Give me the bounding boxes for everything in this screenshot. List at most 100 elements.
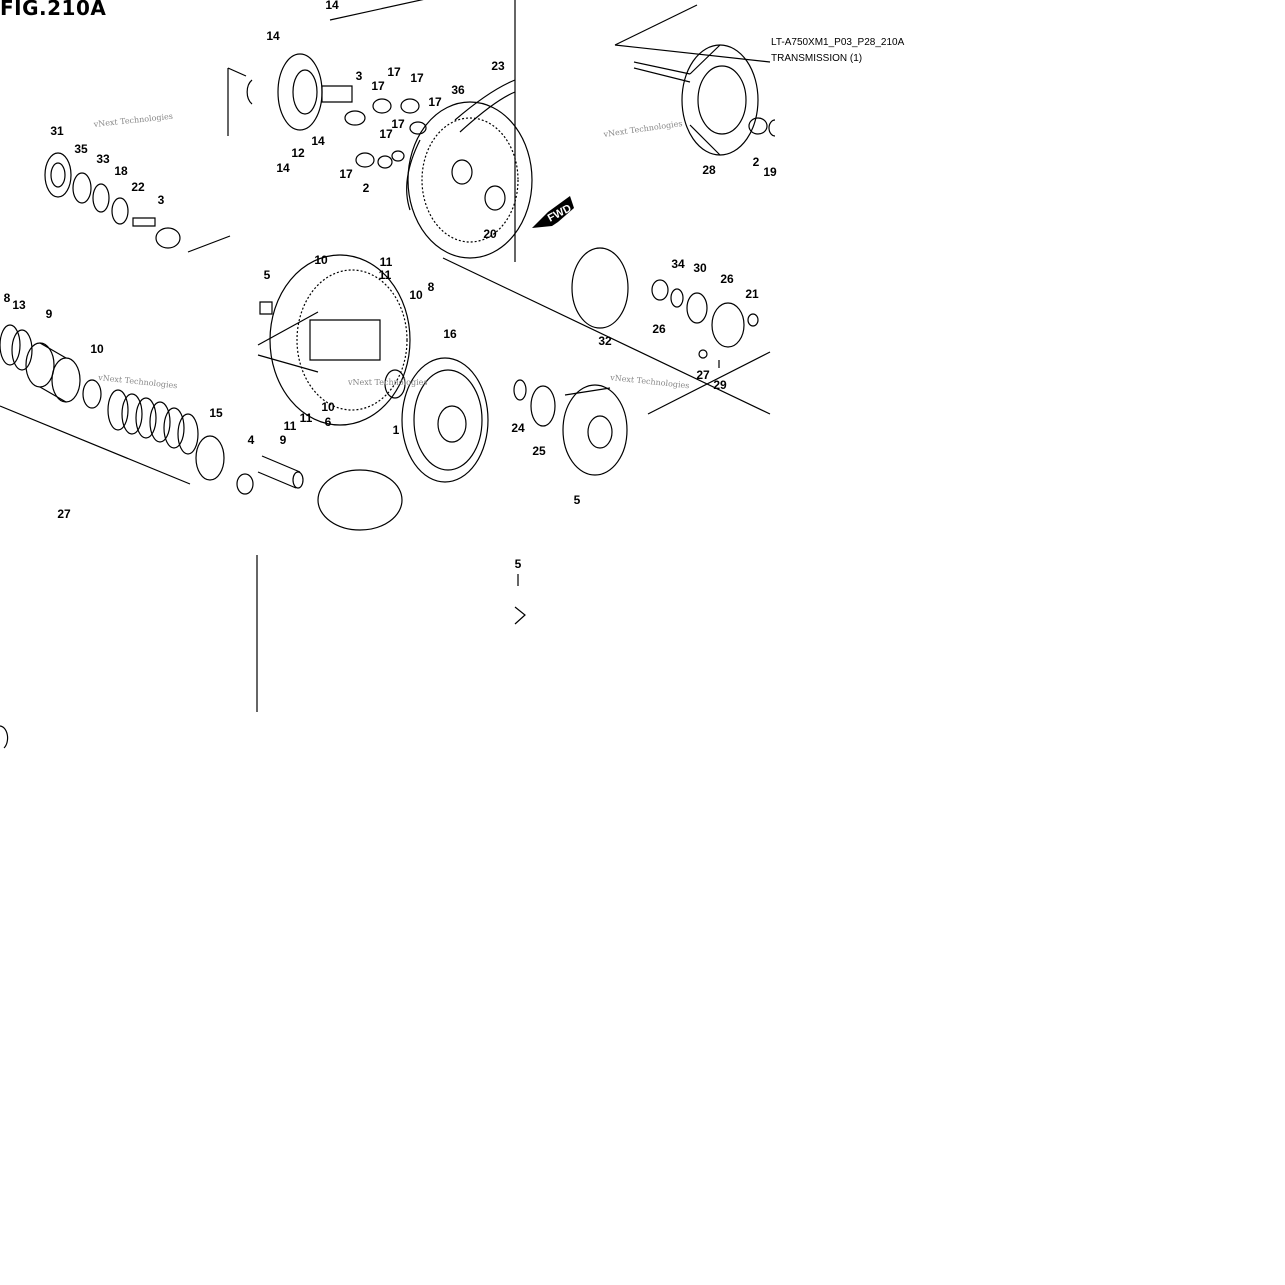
movable-drive-face [247, 54, 352, 130]
callout-8: 8 [428, 280, 435, 294]
panel-border [228, 68, 246, 76]
washer-26 [748, 314, 758, 326]
callout-11: 11 [379, 268, 392, 282]
callout-13: 13 [12, 298, 26, 312]
fan-1-upper [572, 248, 628, 328]
washer-29 [514, 380, 526, 400]
seal-9 [385, 370, 405, 398]
spring-7 [108, 390, 198, 454]
watermark: vNext Technologies [609, 373, 690, 390]
callout-12: 12 [291, 146, 305, 160]
fixed-driven-face-6 [402, 358, 488, 482]
roller-weights [345, 99, 426, 168]
callout-2: 2 [363, 181, 370, 195]
collar-21 [652, 280, 668, 300]
callout-8: 8 [4, 291, 11, 305]
callout-26: 26 [652, 322, 666, 336]
nut-28 [749, 118, 767, 134]
callout-2: 2 [753, 155, 760, 169]
watermark: vNext Technologies [347, 378, 427, 387]
watermark: vNext Technologies [602, 119, 683, 139]
watermark: vNext Technologies [97, 373, 178, 390]
callout-14: 14 [266, 29, 280, 43]
callout-10: 10 [409, 288, 423, 302]
driven-face-5 [258, 255, 410, 425]
callout-23: 23 [491, 59, 505, 73]
bearing-34 [687, 293, 707, 323]
sleeve-4 [258, 456, 303, 488]
oring-8 [0, 325, 20, 365]
callout-17: 17 [410, 71, 424, 85]
callout-10: 10 [321, 400, 335, 414]
callout-14: 14 [311, 134, 325, 148]
callout-10: 10 [314, 253, 328, 267]
clutch-shoe-25 [563, 385, 627, 475]
panel-border [648, 352, 770, 414]
callout-10: 10 [90, 342, 104, 356]
callout-14: 14 [276, 161, 290, 175]
panel-border [0, 406, 190, 484]
panel-border [443, 258, 770, 414]
panel-border [330, 0, 430, 20]
drive-belt-36 [455, 80, 515, 132]
callout-36: 36 [451, 83, 465, 97]
callout-5: 5 [264, 268, 271, 282]
callout-9: 9 [280, 433, 287, 447]
partial-part [0, 726, 8, 748]
callout-29: 29 [713, 378, 727, 392]
watermark: vNext Technologies [92, 112, 173, 129]
callout-17: 17 [339, 167, 353, 181]
callout-32: 32 [598, 334, 612, 348]
part-2-edge [769, 120, 775, 136]
seal-9b [83, 380, 101, 408]
figure-name: TRANSMISSION (1) [771, 53, 863, 64]
bearing-23 [45, 153, 71, 197]
plate-16 [196, 436, 224, 480]
callout-3: 3 [356, 69, 363, 83]
callout-16: 16 [443, 327, 457, 341]
callout-27: 27 [696, 368, 710, 382]
callout-11: 11 [380, 255, 393, 269]
bearing-30 [712, 303, 744, 347]
fwd-arrow: FWD [532, 196, 574, 228]
washer-35 [93, 184, 109, 212]
callout-11: 11 [284, 419, 297, 433]
callout-6: 6 [325, 415, 332, 429]
callout-1: 1 [393, 423, 400, 437]
callout-33: 33 [96, 152, 110, 166]
callout-22: 22 [131, 180, 145, 194]
callout-21: 21 [745, 287, 759, 301]
bolt-19 [260, 302, 272, 314]
callout-18: 18 [114, 164, 128, 178]
fwd-label: FWD [546, 202, 574, 224]
fan-1 [318, 470, 402, 530]
callout-15: 15 [209, 406, 223, 420]
cap-22 [156, 228, 180, 248]
arrow-mark [515, 607, 525, 624]
callout-9: 9 [46, 307, 53, 321]
callout-4: 4 [248, 433, 255, 447]
callout-28: 28 [702, 163, 716, 177]
panel-border [615, 5, 697, 45]
seal-31 [73, 173, 91, 203]
callout-17: 17 [387, 65, 401, 79]
callout-14: 14 [325, 0, 339, 12]
callout-17: 17 [379, 127, 393, 141]
callout-26: 26 [720, 272, 734, 286]
figure-title: FIG.210A [0, 0, 107, 20]
nut-15 [237, 474, 253, 494]
callout-30: 30 [693, 261, 707, 275]
callout-11: 11 [300, 411, 313, 425]
clutch-housing-20 [634, 45, 758, 155]
drive-pulley-2 [407, 102, 532, 258]
washer-33 [112, 198, 128, 224]
callout-27: 27 [57, 507, 71, 521]
guide-cam-13 [26, 343, 80, 402]
bolt-18 [133, 218, 155, 226]
one-way-clutch-24 [531, 386, 555, 426]
callout-31: 31 [50, 124, 64, 138]
callout-24: 24 [511, 421, 525, 435]
